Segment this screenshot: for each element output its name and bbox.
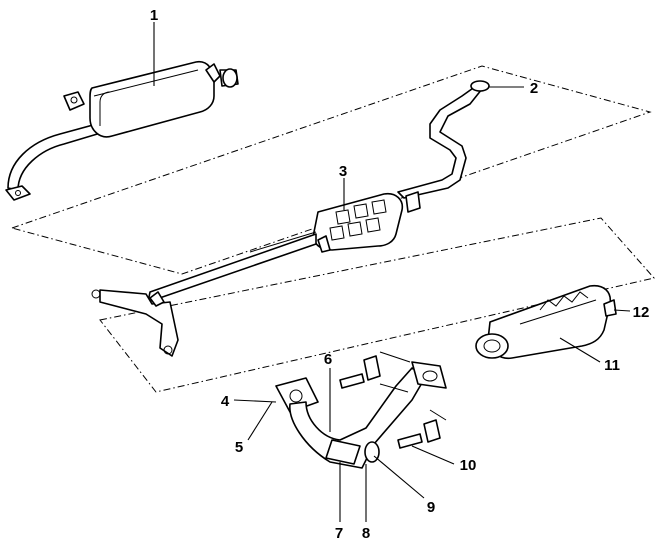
leader-11 [559,337,601,363]
leader-9 [373,455,425,499]
callout-10: 10 [460,457,477,474]
intermediate-pipe [91,80,490,357]
callout-2: 2 [530,80,538,97]
front-section-frame [99,217,655,393]
leader-12 [613,309,631,312]
callout-7: 7 [335,525,343,542]
leader-5 [247,401,273,441]
callout-9: 9 [427,499,435,516]
catalytic-converter [475,284,617,360]
callout-6: 6 [324,351,332,368]
leader-4 [233,399,277,403]
callout-4: 4 [221,393,230,410]
callout-8: 8 [362,525,370,542]
callout-11: 11 [604,357,620,374]
rear-muffler [5,60,239,201]
callout-5: 5 [235,439,243,456]
front-pipe [275,351,447,469]
callout-3: 3 [339,163,347,180]
rear-section-frame [10,65,652,275]
callout-1: 1 [150,7,158,24]
callout-12: 12 [633,304,650,321]
leader-10 [411,445,455,465]
